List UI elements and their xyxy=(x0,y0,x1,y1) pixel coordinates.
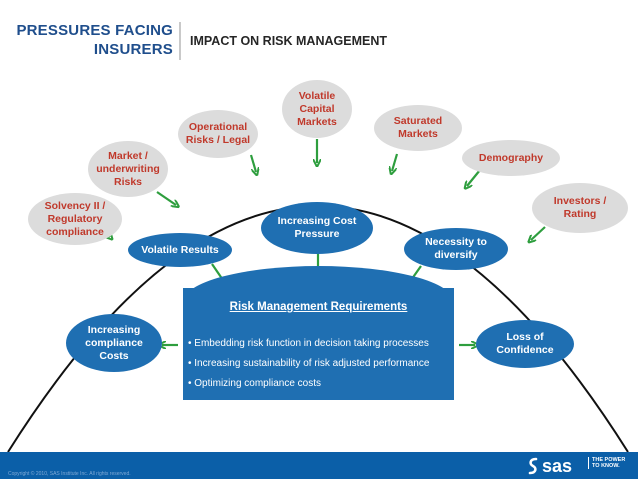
header-subtitle: IMPACT ON RISK MANAGEMENT xyxy=(190,34,387,48)
sas-swirl-icon xyxy=(528,457,538,475)
pressure-demography-label: Demography xyxy=(478,151,544,164)
footer-bar: Copyright © 2010, SAS Institute Inc. All… xyxy=(0,452,638,479)
sas-logo: sas THE POWER TO KNOW. xyxy=(526,456,630,476)
pressure-investors: Investors / Rating xyxy=(532,183,628,233)
requirement-item: • Optimizing compliance costs xyxy=(188,378,321,389)
pressure-operational-label: Operational Risks / Legal xyxy=(185,121,251,146)
arrow-market xyxy=(156,191,176,205)
copyright-text: Copyright © 2010, SAS Institute Inc. All… xyxy=(8,471,131,477)
impact-volatile-results-label: Volatile Results xyxy=(141,243,219,256)
pressure-demography: Demography xyxy=(462,140,560,176)
requirement-item: • Embedding risk function in decision ta… xyxy=(188,338,429,349)
arrow-investors xyxy=(531,226,546,240)
impact-diversity-label: Necessity to diversify xyxy=(425,236,487,261)
impact-cost-pressure-label: Increasing Cost Pressure xyxy=(277,215,357,240)
impact-confidence: Loss of Confidence xyxy=(476,320,574,368)
impact-compliance-costs-label: Increasing compliance Costs xyxy=(85,323,143,362)
requirements-title: Risk Management Requirements xyxy=(229,301,408,313)
requirement-item: • Increasing sustainability of risk adju… xyxy=(188,358,430,369)
sas-wordmark: sas xyxy=(542,456,573,476)
arrow-demography xyxy=(467,169,481,186)
impact-diversity: Necessity to diversify xyxy=(404,228,508,270)
pressure-saturated: Saturated Markets xyxy=(374,105,462,151)
arrow-operational xyxy=(249,154,256,172)
impact-cost-pressure: Increasing Cost Pressure xyxy=(261,202,373,254)
pressure-market: Market / underwriting Risks xyxy=(88,141,168,197)
impact-volatile-results: Volatile Results xyxy=(128,233,232,267)
requirements-panel xyxy=(183,288,454,400)
pressure-solvency-label: Solvency II / Regulatory compliance xyxy=(44,199,106,238)
pressure-operational: Operational Risks / Legal xyxy=(178,110,258,158)
pressure-volatile-capital: Volatile Capital Markets xyxy=(282,80,352,138)
pressure-investors-label: Investors / Rating xyxy=(553,195,607,220)
pressure-volatile-capital-label: Volatile Capital Markets xyxy=(297,89,337,128)
pressure-solvency: Solvency II / Regulatory compliance xyxy=(28,193,122,245)
title-line-2: INSURERS xyxy=(93,41,173,58)
sas-tagline: THE POWER TO KNOW. xyxy=(588,457,630,469)
title-line-1: PRESSURES FACING xyxy=(16,22,173,39)
arrow-saturated xyxy=(392,153,399,171)
impact-compliance-costs: Increasing compliance Costs xyxy=(66,314,162,372)
pressure-saturated-label: Saturated Markets xyxy=(393,115,443,140)
impact-confidence-label: Loss of Confidence xyxy=(496,331,554,356)
header-title: PRESSURES FACING INSURERS xyxy=(0,22,181,60)
pressure-market-label: Market / underwriting Risks xyxy=(96,149,160,188)
